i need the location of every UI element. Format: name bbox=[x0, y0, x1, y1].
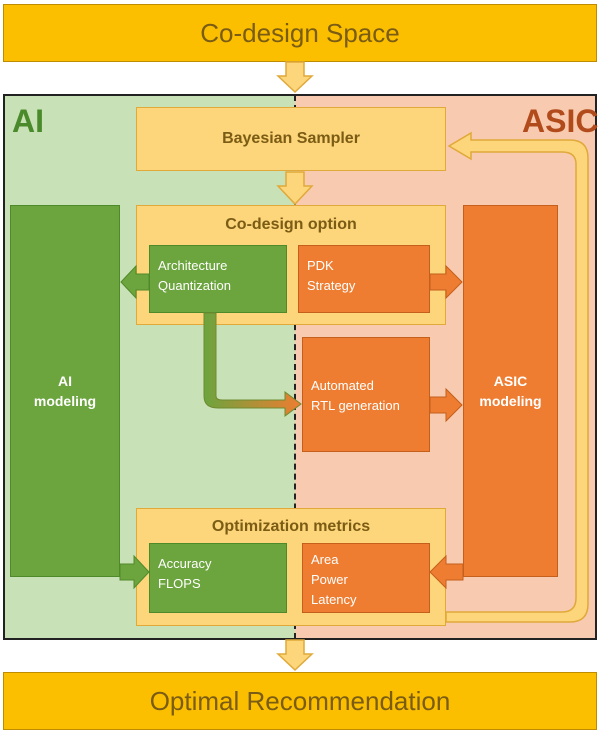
quantization-label: Quantization bbox=[158, 278, 231, 293]
arrow-to-rtl-generation bbox=[203, 312, 302, 417]
power-label: Power bbox=[311, 572, 348, 587]
optimal-recommendation-banner: Optimal Recommendation bbox=[3, 672, 597, 730]
co-design-space-banner: Co-design Space bbox=[3, 4, 597, 62]
arrow-to-area bbox=[429, 554, 464, 590]
asic-modeling-line-2: modeling bbox=[479, 393, 542, 409]
optimization-metrics-title: Optimization metrics bbox=[211, 518, 371, 535]
automated-label: Automated bbox=[311, 378, 374, 393]
architecture-label: Architecture bbox=[158, 258, 228, 273]
asic-modeling-line-1: ASIC bbox=[493, 373, 528, 389]
ai-modeling-line-2: modeling bbox=[33, 393, 97, 409]
ai-modeling-line-1: AI bbox=[58, 373, 72, 389]
co-design-space-label: Co-design Space bbox=[200, 17, 400, 48]
bayesian-sampler-box: Bayesian Sampler bbox=[136, 107, 446, 171]
accuracy-label: Accuracy bbox=[158, 556, 212, 571]
arrow-rtl-to-asic bbox=[429, 387, 463, 423]
feedback-loop-arrow bbox=[445, 131, 589, 623]
pdk-label: PDK bbox=[307, 258, 334, 273]
optimal-recommendation-label: Optimal Recommendation bbox=[149, 685, 451, 716]
architecture-quantization-box: Architecture Quantization bbox=[149, 245, 287, 313]
latency-label: Latency bbox=[311, 592, 357, 607]
codesign-option-title: Co-design option bbox=[225, 216, 357, 233]
down-arrow-bottom bbox=[276, 639, 314, 672]
region-divider bbox=[294, 95, 296, 639]
pdk-strategy-box: PDK Strategy bbox=[298, 245, 430, 313]
flops-label: FLOPS bbox=[158, 576, 201, 591]
strategy-label: Strategy bbox=[307, 278, 356, 293]
ai-modeling-box: AI modeling bbox=[10, 205, 120, 577]
rtl-generation-box: Automated RTL generation bbox=[302, 337, 430, 452]
rtl-generation-label: RTL generation bbox=[311, 398, 400, 413]
down-arrow-top bbox=[276, 61, 314, 94]
arrow-to-accuracy bbox=[119, 554, 150, 590]
ai-region-title: AI bbox=[12, 103, 44, 139]
down-arrow-sampler bbox=[276, 171, 314, 206]
region-frame bbox=[3, 94, 597, 640]
accuracy-flops-box: Accuracy FLOPS bbox=[149, 543, 287, 613]
area-power-latency-box: Area Power Latency bbox=[302, 543, 430, 613]
bayesian-sampler-label: Bayesian Sampler bbox=[222, 130, 360, 147]
arrow-to-asic-modeling bbox=[429, 264, 463, 300]
asic-modeling-box: ASIC modeling bbox=[463, 205, 558, 577]
area-label: Area bbox=[311, 552, 339, 567]
asic-region-title: ASIC bbox=[522, 103, 599, 139]
arrow-to-ai-modeling bbox=[120, 264, 150, 300]
